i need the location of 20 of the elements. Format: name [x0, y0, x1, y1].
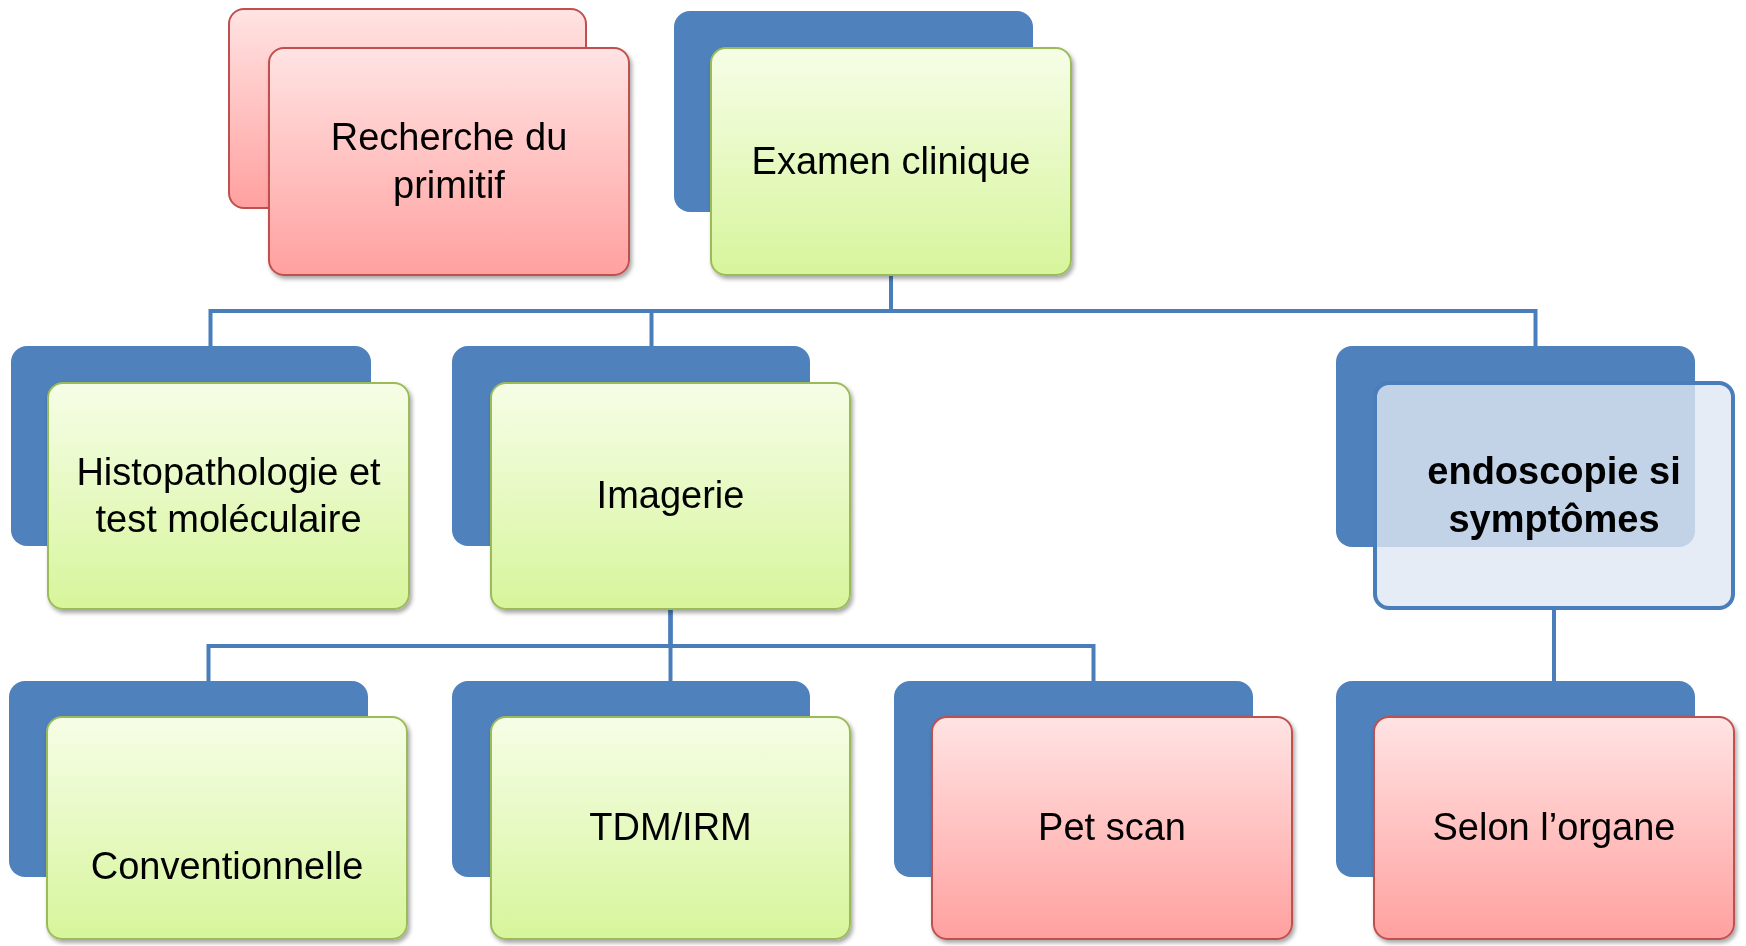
- box-label: Pet scan: [1038, 805, 1186, 851]
- stacked-box: [452, 681, 851, 940]
- stacked-box: [674, 11, 1072, 276]
- box-label: endoscopie si symptômes: [1426, 449, 1682, 542]
- box-label: Examen clinique: [751, 138, 1031, 184]
- connector-line: [1552, 610, 1556, 681]
- stacked-box: [11, 346, 410, 610]
- stacked-box: [1336, 346, 1735, 610]
- stacked-box: [894, 681, 1293, 940]
- connector-line: [668, 610, 1096, 681]
- box-label: Selon l’organe: [1432, 805, 1676, 851]
- box-label: Conventionnelle: [90, 843, 364, 889]
- box-label: Imagerie: [596, 473, 745, 519]
- box-label: TDM/IRM: [589, 805, 752, 851]
- stacked-box: [1336, 681, 1735, 940]
- stacked-box: [228, 8, 630, 276]
- stacked-box: [452, 346, 851, 610]
- box-label: Recherche du primitif: [329, 115, 569, 208]
- box-label: Histopathologie et test moléculaire: [75, 449, 382, 542]
- stacked-box: [9, 681, 408, 940]
